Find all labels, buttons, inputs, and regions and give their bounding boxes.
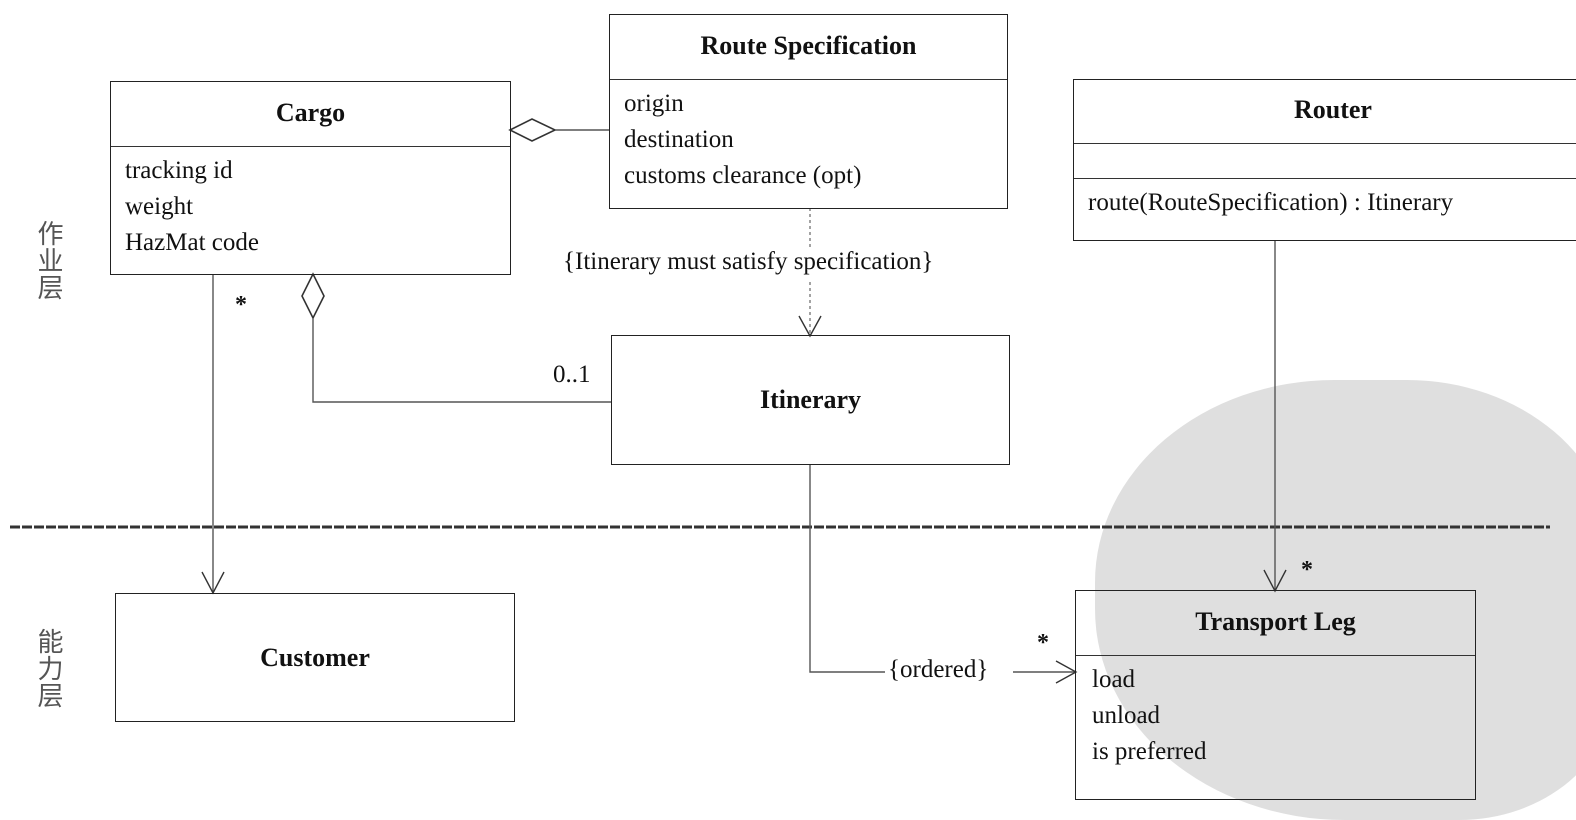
class-operations-router: route(RouteSpecification) : Itinerary: [1074, 178, 1576, 221]
attribute-weight: weight: [125, 193, 194, 220]
multiplicity-itinerary-leg: *: [1037, 630, 1049, 656]
arrow-head-leg-itinerary: [1055, 660, 1078, 684]
attribute-tracking-id: tracking id: [125, 157, 233, 184]
attribute-load: load: [1092, 666, 1136, 693]
class-itinerary[interactable]: Itinerary: [611, 335, 1010, 465]
attribute-destination: destination: [624, 126, 734, 153]
class-attributes-route-specification: origin destination customs clearance (op…: [610, 79, 1007, 194]
attribute-is-preferred: is preferred: [1092, 738, 1207, 765]
class-name-cargo: Cargo: [275, 98, 346, 127]
aggregation-diamond-cargo-itinerary: [301, 272, 325, 320]
class-name-route-specification: Route Specification: [700, 31, 917, 60]
layer-label-operations: 作业层: [33, 220, 63, 301]
line-itinerary-leg: [809, 464, 885, 673]
operation-route: route(RouteSpecification) : Itinerary: [1088, 189, 1454, 216]
attribute-origin: origin: [624, 90, 684, 117]
multiplicity-cargo-customer: *: [235, 292, 247, 318]
class-name-customer: Customer: [260, 643, 370, 672]
attribute-hazmat-code: HazMat code: [125, 229, 259, 256]
class-cargo[interactable]: Cargo tracking id weight HazMat code: [110, 81, 511, 275]
constraint-itinerary-spec: {Itinerary must satisfy specification}: [563, 248, 934, 275]
arrow-head-leg-router: [1263, 569, 1287, 593]
class-router[interactable]: Router route(RouteSpecification) : Itine…: [1073, 79, 1576, 241]
watermark-seal: [1095, 380, 1576, 820]
attribute-customs-clearance: customs clearance (opt): [624, 162, 862, 189]
attribute-unload: unload: [1092, 702, 1161, 729]
class-customer[interactable]: Customer: [115, 593, 515, 722]
class-attributes-router: [1074, 143, 1576, 178]
class-name-router: Router: [1294, 95, 1372, 124]
aggregation-diamond-cargo-route: [508, 118, 557, 142]
class-attributes-transport-leg: load unload is preferred: [1076, 655, 1475, 770]
uml-diagram: 作业层 能力层 Cargo tracking id weight HazMat …: [10, 14, 1576, 820]
class-route-specification[interactable]: Route Specification origin destination c…: [609, 14, 1008, 209]
class-name-itinerary: Itinerary: [759, 385, 862, 414]
layer-label-capability: 能力层: [33, 628, 63, 709]
class-attributes-cargo: tracking id weight HazMat code: [111, 146, 510, 261]
class-name-transport-leg: Transport Leg: [1195, 607, 1356, 636]
arrow-head-itinerary: [798, 315, 822, 338]
diagram-connectors: [10, 118, 1550, 684]
multiplicity-router-leg: *: [1301, 557, 1313, 583]
line-cargo-itinerary: [312, 318, 612, 403]
constraint-ordered: {ordered}: [888, 656, 989, 683]
multiplicity-cargo-itinerary: 0..1: [553, 361, 591, 388]
class-transport-leg[interactable]: Transport Leg load unload is preferred: [1075, 590, 1476, 800]
